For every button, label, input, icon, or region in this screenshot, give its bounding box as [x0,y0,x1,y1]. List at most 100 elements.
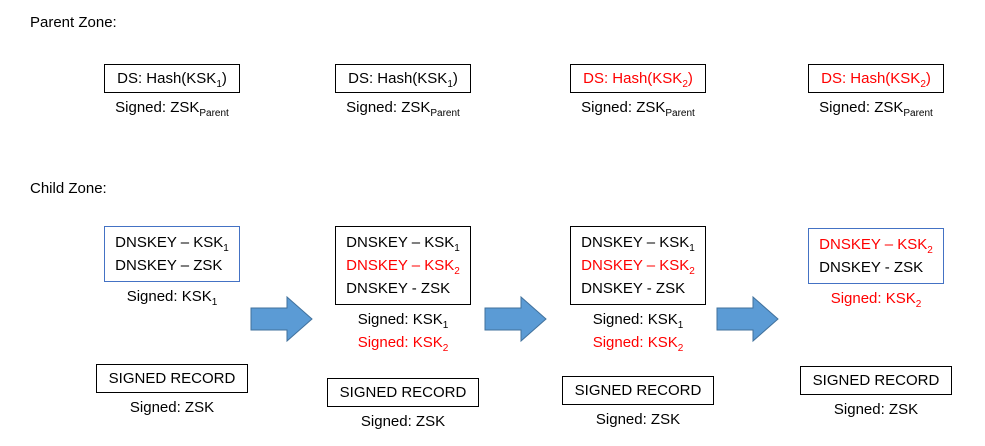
subscript: Parent [430,108,460,119]
right-arrow-shape [484,295,547,343]
child-stage-2-record: SIGNED RECORD Signed: ZSK [303,378,503,433]
subscript: 1 [442,320,449,331]
signed-text: Signed: KSK [592,334,678,351]
signed-text: Signed: KSK [357,334,443,351]
dnskey-text: DNSKEY - ZSK [346,280,451,297]
subscript: 1 [447,79,453,90]
dnskey-line: DNSKEY – KSK2 [581,254,695,277]
ksk-signed-label: Signed: KSK2 [303,332,503,354]
dnskey-line: DNSKEY – KSK1 [346,231,460,254]
child-stage-1-keys: DNSKEY – KSK1 DNSKEY – ZSK Signed: KSK1 [72,226,272,308]
ds-record-box: DS: Hash(KSK2) [808,64,944,93]
dnskey-text: DNSKEY - ZSK [581,280,686,297]
dnskey-text: DNSKEY – KSK [346,257,455,274]
subscript: 1 [216,79,222,90]
subscript: 1 [689,243,695,254]
subscript: 2 [454,266,460,277]
ds-record-box: DS: Hash(KSK1) [335,64,471,93]
dnskey-text: DNSKEY - ZSK [819,259,924,276]
dnskey-box: DNSKEY – KSK1 DNSKEY – KSK2 DNSKEY - ZSK [570,226,706,305]
right-arrow-shape [716,295,779,343]
dnskey-text: DNSKEY – KSK [819,236,928,253]
signed-text: Signed: ZSK [581,99,666,116]
subscript: 2 [927,245,933,256]
subscript: Parent [199,108,229,119]
dnskey-text: DNSKEY – KSK [346,234,455,251]
ksk-signed-label: Signed: KSK2 [538,332,738,354]
ksk-signed-label: Signed: KSK2 [776,288,976,310]
parent-zone-label: Parent Zone: [30,14,117,31]
ds-text-suffix: ) [452,70,458,87]
dnskey-text: DNSKEY – KSK [581,257,690,274]
dnskey-box: DNSKEY – KSK1 DNSKEY – KSK2 DNSKEY - ZSK [335,226,471,305]
child-zone-label: Child Zone: [30,180,107,197]
record-signed-label: Signed: ZSK [833,401,919,418]
child-stage-2-keys: DNSKEY – KSK1 DNSKEY – KSK2 DNSKEY - ZSK… [303,226,503,354]
ds-record-box: DS: Hash(KSK1) [104,64,240,93]
ds-text-suffix: ) [687,70,693,87]
ds-text-suffix: ) [925,70,931,87]
subscript: 1 [454,243,460,254]
subscript: 2 [920,79,926,90]
ds-record-box: DS: Hash(KSK2) [570,64,706,93]
subscript: 2 [442,343,449,354]
signed-text: Signed: KSK [126,288,212,305]
subscript: 2 [689,266,695,277]
signed-text: Signed: ZSK [346,99,431,116]
ds-signed-label: Signed: ZSKParent [303,97,503,119]
subscript: 2 [682,79,688,90]
signed-record-box: SIGNED RECORD [799,366,953,395]
ds-signed-label: Signed: ZSKParent [538,97,738,119]
ds-text: DS: Hash(KSK [348,70,448,87]
subscript: Parent [903,108,933,119]
signed-text: Signed: KSK [592,311,678,328]
signed-text: Signed: ZSK [819,99,904,116]
child-stage-3-keys: DNSKEY – KSK1 DNSKEY – KSK2 DNSKEY - ZSK… [538,226,738,354]
dnskey-box: DNSKEY – KSK2 DNSKEY - ZSK [808,228,944,284]
ksk-signed-label: Signed: KSK1 [303,309,503,331]
parent-stage-2: DS: Hash(KSK1) Signed: ZSKParent [303,64,503,119]
record-signed-label: Signed: ZSK [129,399,215,416]
record-text: SIGNED RECORD [812,372,940,389]
child-stage-4-keys: DNSKEY – KSK2 DNSKEY - ZSK Signed: KSK2 [776,228,976,310]
parent-stage-4: DS: Hash(KSK2) Signed: ZSKParent [776,64,976,119]
arrow-stage3-to-stage4-icon [716,295,779,343]
dnskey-line: DNSKEY – KSK1 [115,231,229,254]
ds-signed-label: Signed: ZSKParent [72,97,272,119]
dnskey-line: DNSKEY - ZSK [346,277,460,300]
dnskey-line: DNSKEY – KSK1 [581,231,695,254]
record-text: SIGNED RECORD [108,370,236,387]
dnskey-line: DNSKEY – ZSK [115,254,229,277]
ds-text: DS: Hash(KSK [583,70,683,87]
child-stage-1-record: SIGNED RECORD Signed: ZSK [72,364,272,419]
record-signed-label: Signed: ZSK [360,413,446,430]
subscript: 1 [223,243,229,254]
dnskey-line: DNSKEY - ZSK [819,256,933,279]
ds-text-suffix: ) [221,70,227,87]
subscript: 1 [677,320,684,331]
dnskey-box: DNSKEY – KSK1 DNSKEY – ZSK [104,226,240,282]
child-stage-4-record: SIGNED RECORD Signed: ZSK [776,366,976,421]
signed-text: Signed: KSK [357,311,443,328]
right-arrow-shape [250,295,313,343]
signed-record-box: SIGNED RECORD [561,376,715,405]
ksk-signed-label: Signed: KSK1 [538,309,738,331]
signed-text: Signed: ZSK [115,99,200,116]
record-text: SIGNED RECORD [574,382,702,399]
subscript: 1 [211,297,218,308]
child-stage-3-record: SIGNED RECORD Signed: ZSK [538,376,738,431]
arrow-stage1-to-stage2-icon [250,295,313,343]
arrow-stage2-to-stage3-icon [484,295,547,343]
dnskey-text: DNSKEY – KSK [581,234,690,251]
ksk-signed-label: Signed: KSK1 [72,286,272,308]
dnskey-text: DNSKEY – KSK [115,234,224,251]
dnskey-text: DNSKEY – ZSK [115,257,223,274]
signed-record-box: SIGNED RECORD [326,378,480,407]
dnskey-line: DNSKEY - ZSK [581,277,695,300]
signed-record-box: SIGNED RECORD [95,364,249,393]
dnskey-line: DNSKEY – KSK2 [819,233,933,256]
parent-stage-3: DS: Hash(KSK2) Signed: ZSKParent [538,64,738,119]
record-signed-label: Signed: ZSK [595,411,681,428]
ds-text: DS: Hash(KSK [117,70,217,87]
